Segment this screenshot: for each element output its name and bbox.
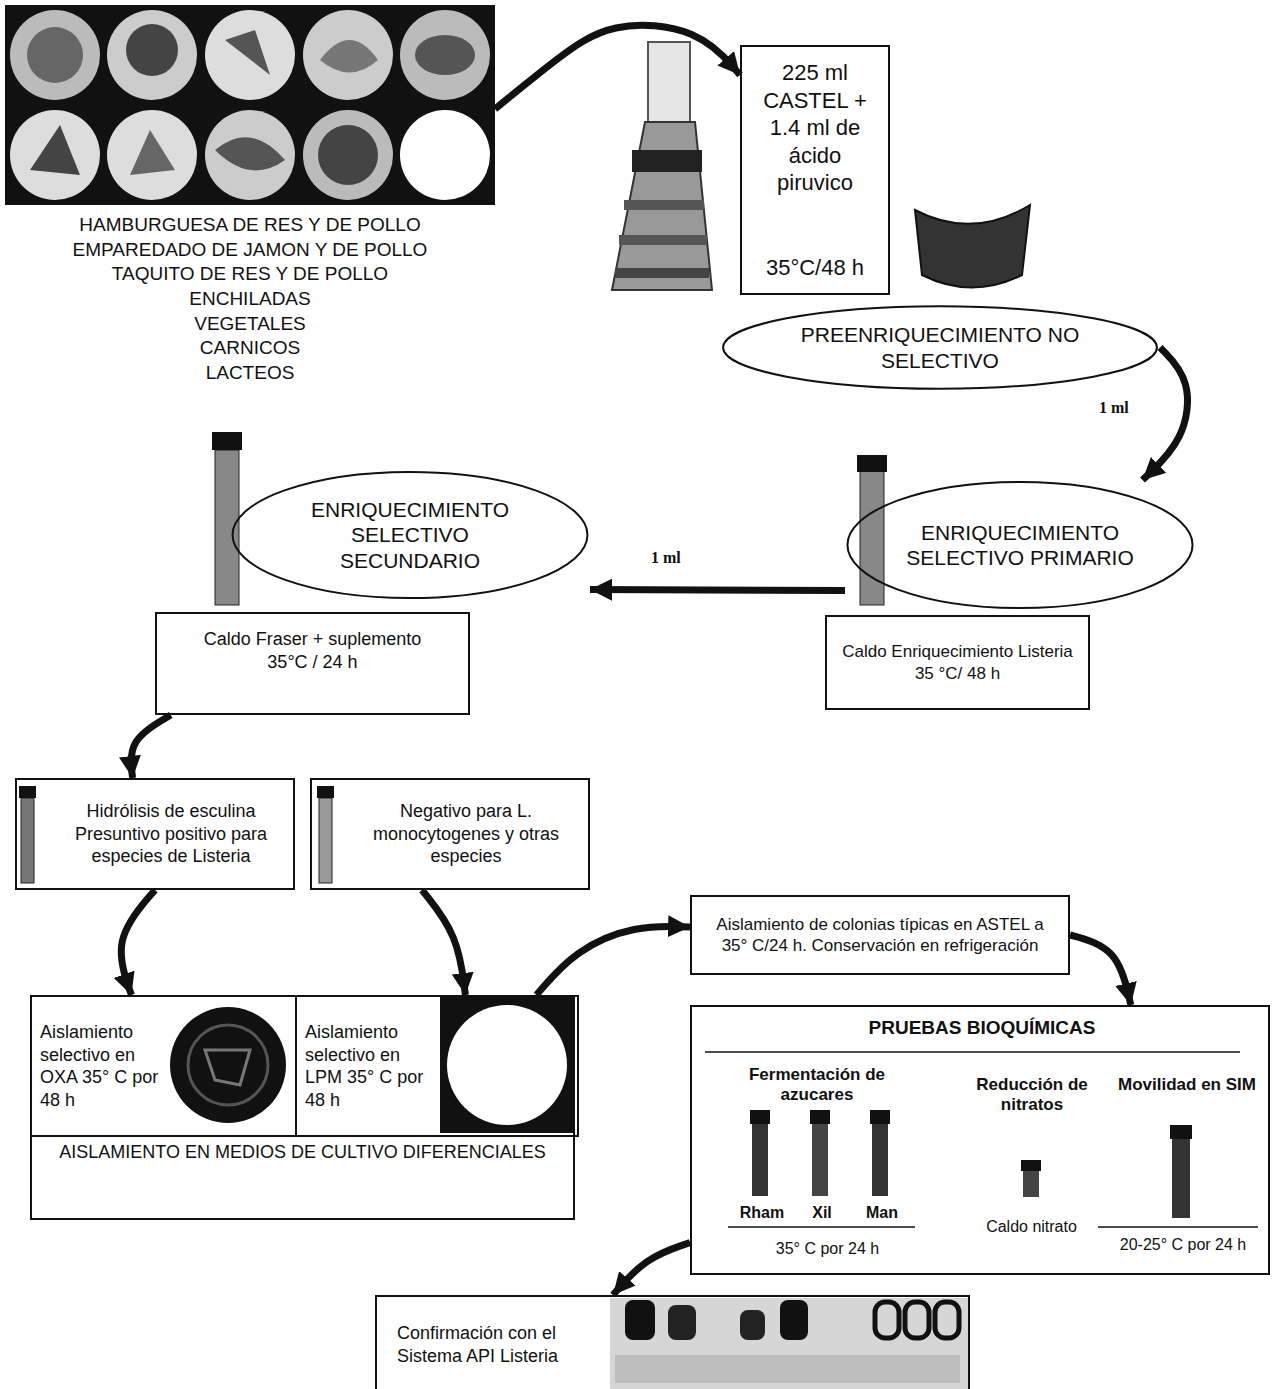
result-box: Hidrólisis de esculina Presuntivo positi… [15, 778, 295, 890]
confirm-box: Confirmación con el Sistema API Listeria [375, 1295, 970, 1389]
node-subtext: Movilidad en SIM [1107, 1075, 1267, 1095]
node-subtext: VEGETALES [194, 312, 306, 337]
flow-arrow [422, 890, 465, 995]
node-subtext: Rham [727, 1203, 797, 1222]
api-strip [610, 1298, 968, 1389]
node-subtext: LACTEOS [206, 361, 295, 386]
flask [612, 42, 712, 290]
culture-dish [915, 205, 1030, 288]
food-photos [5, 5, 495, 205]
node-text: PRUEBAS BIOQUÍMICAS [692, 1017, 1272, 1040]
node-text: ENRIQUECIMIENTO SELECTIVO PRIMARIO [900, 520, 1140, 570]
result-box: Negativo para L. monocytogenes y otras e… [310, 778, 590, 890]
node-subtext: Fermentación de azucares [747, 1065, 887, 1106]
medium-box: Caldo Fraser + suplemento35°C / 24 h [155, 612, 470, 715]
flow-arrow [121, 890, 155, 995]
isolation-box: Aislamiento de colonias típicas en ASTEL… [690, 895, 1070, 975]
edge-label: 1 ml [648, 548, 684, 567]
culture-tubes [19, 432, 887, 883]
node-text: HAMBURGUESA DE RES Y DE POLLO [79, 213, 420, 238]
node-text: Negativo para L. monocytogenes y otras e… [352, 800, 580, 868]
flow-arrow [1143, 348, 1188, 481]
ellipse-outline [720, 305, 1160, 390]
node-subtext: CARNICOS [200, 336, 300, 361]
node-subtext: 35 °C/ 48 h [915, 663, 1000, 684]
node-text: Aislamiento de colonias típicas en ASTEL… [704, 914, 1056, 957]
node-text: Confirmación con el Sistema API Listeria [397, 1322, 612, 1369]
node-text: Hidrólisis de esculina Presuntivo positi… [57, 800, 285, 868]
node-subtext: 35°C/48 h [766, 254, 864, 282]
flow-arrow [131, 715, 171, 778]
node-subtext: 20-25° C por 24 h [1097, 1235, 1269, 1254]
isolation-panel: AISLAMIENTO EN MEDIOS DE CULTIVO DIFEREN… [30, 995, 575, 1220]
node-text: 225 ml CASTEL + 1.4 ml de ácido piruvico [750, 59, 880, 197]
sample-list: HAMBURGUESA DE RES Y DE POLLOEMPAREDADO … [5, 5, 495, 390]
node-subtext: Caldo nitrato [954, 1217, 1109, 1236]
node-subtext: Reducción de nitratos [967, 1075, 1097, 1116]
flow-arrow [1070, 935, 1131, 1005]
node-text: ENRIQUECIMIENTO SELECTIVO SECUNDARIO [280, 497, 540, 573]
medium-box: 225 ml CASTEL + 1.4 ml de ácido piruvico… [740, 45, 890, 295]
petri-dishes [170, 997, 573, 1133]
stage-ellipse: ENRIQUECIMIENTO SELECTIVO SECUNDARIO [230, 470, 590, 600]
flow-arrow [495, 25, 740, 109]
agar-box: Aislamiento selectivo en LPM 35° C por 4… [295, 995, 579, 1137]
node-subtext: Xil [802, 1203, 842, 1222]
edge-label: 1 ml [1096, 398, 1132, 417]
flow-arrow [536, 926, 690, 995]
flow-arrow [613, 1243, 690, 1295]
stage-ellipse: PREENRIQUECIMIENTO NO SELECTIVO [720, 305, 1160, 390]
node-subtext: ENCHILADAS [189, 287, 310, 312]
node-text: Caldo Fraser + suplemento [204, 628, 422, 651]
node-subtext: TAQUITO DE RES Y DE POLLO [112, 262, 388, 287]
stage-ellipse: ENRIQUECIMIENTO SELECTIVO PRIMARIO [845, 480, 1195, 610]
node-subtext: 35° C por 24 h [730, 1239, 925, 1258]
medium-box: Caldo Enriquecimiento Listeria35 °C/ 48 … [825, 615, 1090, 710]
agar-box: Aislamiento selectivo en OXA 35° C por 4… [30, 995, 297, 1137]
flow-arrow [590, 586, 845, 594]
node-subtext: EMPAREDADO DE JAMON Y DE POLLO [73, 238, 428, 263]
node-text: PREENRIQUECIMIENTO NO SELECTIVO [790, 322, 1090, 372]
node-subtext: 35°C / 24 h [267, 651, 357, 674]
node-text: Caldo Enriquecimiento Listeria [842, 641, 1073, 662]
node-text: AISLAMIENTO EN MEDIOS DE CULTIVO DIFEREN… [59, 1141, 545, 1164]
node-text: Aislamiento selectivo en OXA 35° C por 4… [40, 1021, 165, 1111]
node-text: Aislamiento selectivo en LPM 35° C por 4… [305, 1021, 435, 1111]
node-subtext: Man [854, 1203, 910, 1222]
biochem-panel: PRUEBAS BIOQUÍMICAS Fermentación de azuca… [690, 1005, 1270, 1275]
ellipse-outline [845, 480, 1195, 610]
